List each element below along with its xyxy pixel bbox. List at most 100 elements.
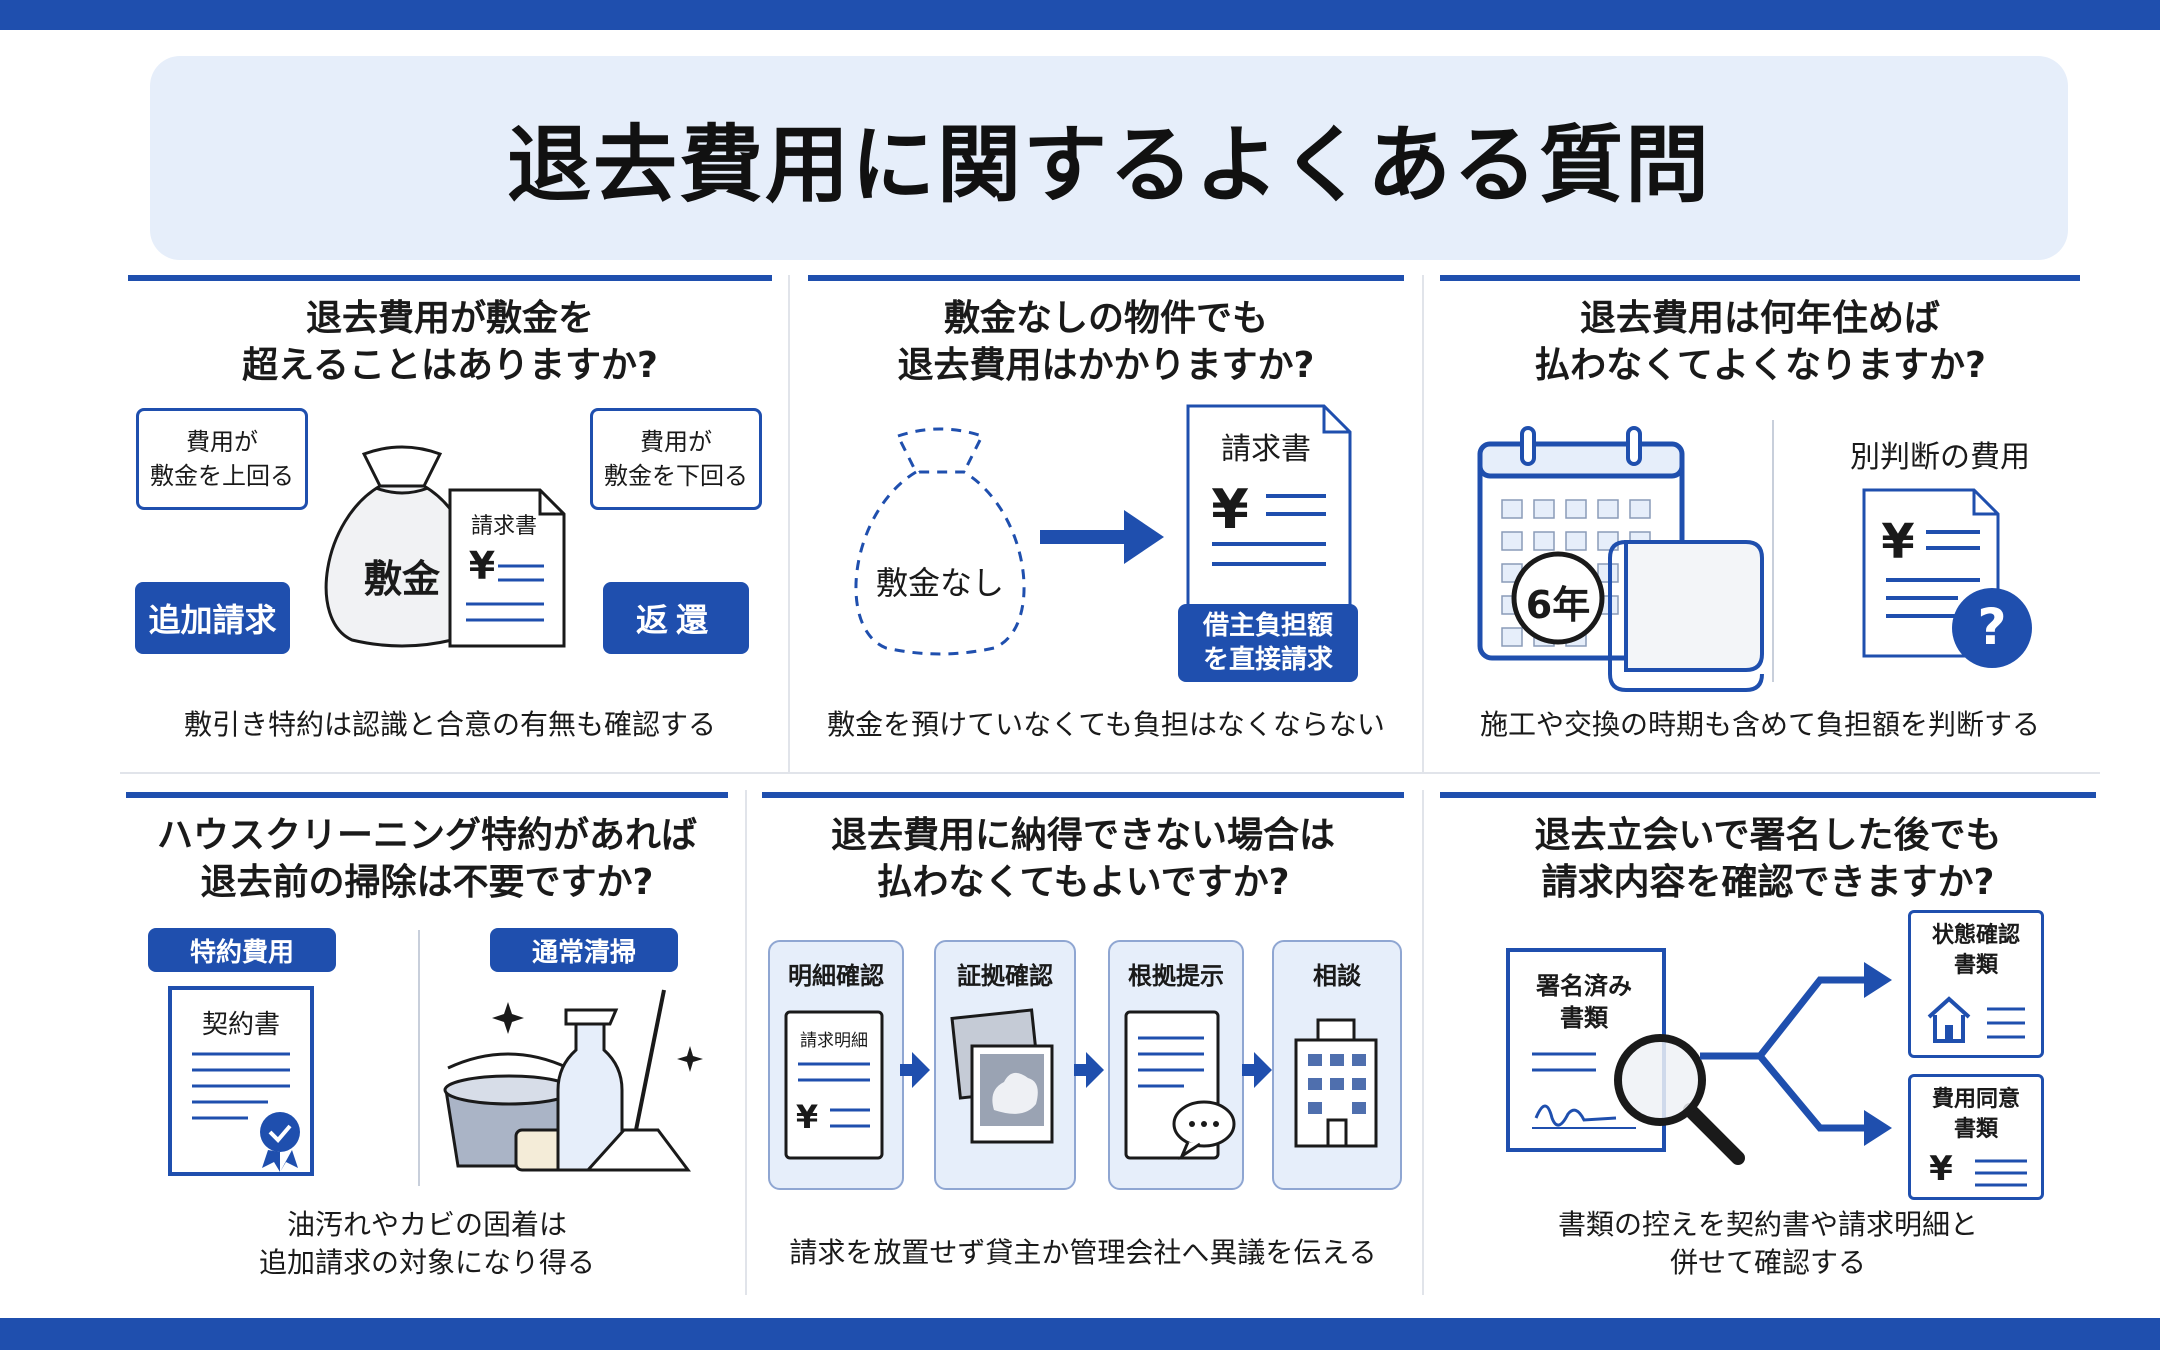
label-line: 状態確認	[1931, 923, 2020, 948]
document-comment-icon	[1124, 1010, 1236, 1161]
yen-icon: ¥	[1211, 478, 1249, 541]
card-note: 敷引き特約は認識と合意の有無も確認する	[183, 708, 716, 741]
card-note: 書類の控えを契約書や請求明細と 併せて確認する	[1440, 1206, 2096, 1282]
inner-divider	[418, 930, 420, 1186]
deposit-bag-label: 敷金	[363, 557, 440, 601]
card-rule	[128, 275, 772, 281]
step-label: 明細確認	[788, 962, 884, 990]
special-fee-tag: 特約費用	[148, 928, 336, 972]
cleaning-tools-icon	[443, 989, 703, 1172]
card-rule	[762, 792, 1404, 798]
top-bar	[0, 0, 2160, 30]
card-question: 退去立会いで署名した後でも 請求内容を確認できますか?	[1440, 812, 2096, 906]
step-arrow-icon	[1242, 1052, 1272, 1088]
invoice-doc-label: 請求書	[470, 514, 537, 539]
photo-evidence-icon	[950, 1008, 1054, 1144]
bottom-bar	[0, 1318, 2160, 1350]
step-arrow-icon	[900, 1052, 930, 1088]
card-rule	[1440, 275, 2080, 281]
question-line: ハウスクリーニング特約があれば	[156, 815, 697, 856]
card-note: 施工や交換の時期も含めて負担額を判断する	[1479, 708, 2040, 741]
card-note: 敷金を預けていなくても負担はなくならない	[827, 708, 1385, 741]
question-line: 退去前の掃除は不要ですか?	[200, 862, 654, 903]
house-icon	[1927, 996, 2025, 1043]
step-arrow-icon	[1074, 1052, 1104, 1088]
inner-divider	[1772, 420, 1774, 682]
cost-agreement-doc: 費用同意 書類 ¥	[1908, 1074, 2044, 1200]
card-rule	[1440, 792, 2096, 798]
invoice-doc-icon	[1186, 404, 1352, 634]
label-line: 書類	[1953, 953, 1998, 978]
question-line: 敷金なしの物件でも	[943, 298, 1268, 339]
yen-icon: ¥	[468, 544, 496, 588]
label-line: 署名済み	[1536, 972, 1632, 1000]
cost-under-box: 費用が 敷金を下回る	[590, 408, 762, 510]
box-line: 費用が	[186, 428, 258, 456]
card-question: ハウスクリーニング特約があれば 退去前の掃除は不要ですか?	[126, 812, 728, 906]
note-line: 追加請求の対象になり得る	[258, 1246, 595, 1279]
extra-charge-label: 追加請求	[135, 582, 290, 654]
card-rule	[126, 792, 728, 798]
card-question: 敷金なしの物件でも 退去費用はかかりますか?	[808, 295, 1404, 389]
column-divider	[788, 275, 790, 772]
contract-doc-icon	[168, 986, 314, 1176]
yen-icon: ¥	[1881, 514, 1915, 570]
branch-arrows-icon	[1700, 962, 1892, 1146]
note-line: 書類の控えを契約書や請求明細と	[1557, 1208, 1978, 1241]
step-label: 証拠確認	[957, 962, 1053, 990]
statement-doc-icon	[784, 1010, 884, 1160]
statement-doc-label: 請求明細	[800, 1031, 868, 1051]
card-rule	[808, 275, 1404, 281]
card-question: 退去費用は何年住めば 払わなくてよくなりますか?	[1440, 295, 2080, 389]
refund-label: 返還	[603, 582, 749, 654]
column-divider	[1422, 790, 1424, 1295]
title-banner: 退去費用に関するよくある質問	[150, 56, 2068, 260]
condition-check-doc: 状態確認 書類	[1908, 910, 2044, 1058]
invoice-doc-label: 請求書	[1221, 432, 1311, 467]
question-line: 退去費用はかかりますか?	[897, 345, 1315, 386]
right-arrow-icon	[1040, 510, 1164, 564]
cost-doc-icon	[1862, 488, 2032, 668]
doc-label: 費用同意 書類	[1911, 1085, 2041, 1145]
question-mark-icon: ?	[1977, 598, 2007, 656]
question-line: 退去費用は何年住めば	[1579, 298, 1940, 339]
money-bag-icon	[324, 445, 480, 648]
question-line: 払わなくてもよいですか?	[876, 862, 1290, 903]
question-line: 請求内容を確認できますか?	[1541, 862, 1995, 903]
yen-icon: ¥	[795, 1098, 819, 1136]
label-line: 書類	[1953, 1117, 1998, 1142]
row-divider	[120, 772, 2100, 774]
signed-doc-label: 署名済み 書類	[1512, 970, 1656, 1034]
no-deposit-label: 敷金なし	[875, 564, 1004, 602]
office-building-icon	[1294, 1018, 1378, 1148]
step-label: 相談	[1313, 962, 1361, 990]
box-line: 敷金を上回る	[150, 462, 294, 490]
box-line: 費用が	[640, 428, 712, 456]
step-label: 根拠提示	[1128, 962, 1224, 990]
question-line: 超えることはありますか?	[242, 345, 658, 386]
six-years-label: 6年	[1525, 583, 1591, 627]
question-line: 退去立会いで署名した後でも	[1534, 815, 2002, 856]
invoice-doc-icon	[448, 488, 566, 648]
card-question: 退去費用に納得できない場合は 払わなくてもよいですか?	[762, 812, 1404, 906]
empty-bag-icon	[854, 427, 1026, 656]
doc-lines-icon	[1975, 1159, 2027, 1187]
question-line: 払わなくてよくなりますか?	[1534, 345, 1986, 386]
cost-over-box: 費用が 敷金を上回る	[136, 408, 308, 510]
normal-cleaning-tag: 通常清掃	[490, 928, 678, 972]
separate-cost-label: 別判断の費用	[1850, 440, 2030, 475]
note-line: 併せて確認する	[1669, 1246, 1866, 1279]
badge-line: 借主負担額	[1202, 611, 1333, 641]
label-line: 書類	[1560, 1004, 1608, 1032]
box-line: 敷金を下回る	[604, 462, 748, 490]
column-divider	[1422, 275, 1424, 772]
doc-label: 状態確認 書類	[1911, 921, 2041, 981]
column-divider	[745, 790, 747, 1295]
badge-line: を直接請求	[1202, 645, 1333, 675]
question-line: 退去費用に納得できない場合は	[830, 815, 1335, 856]
question-line: 退去費用が敷金を	[305, 298, 594, 339]
card-note: 請求を放置せず貸主か管理会社へ異議を伝える	[789, 1236, 1377, 1269]
calendar-icon	[1477, 426, 1764, 692]
page-title: 退去費用に関するよくある質問	[506, 115, 1711, 214]
yen-icon: ¥	[1929, 1149, 1953, 1189]
